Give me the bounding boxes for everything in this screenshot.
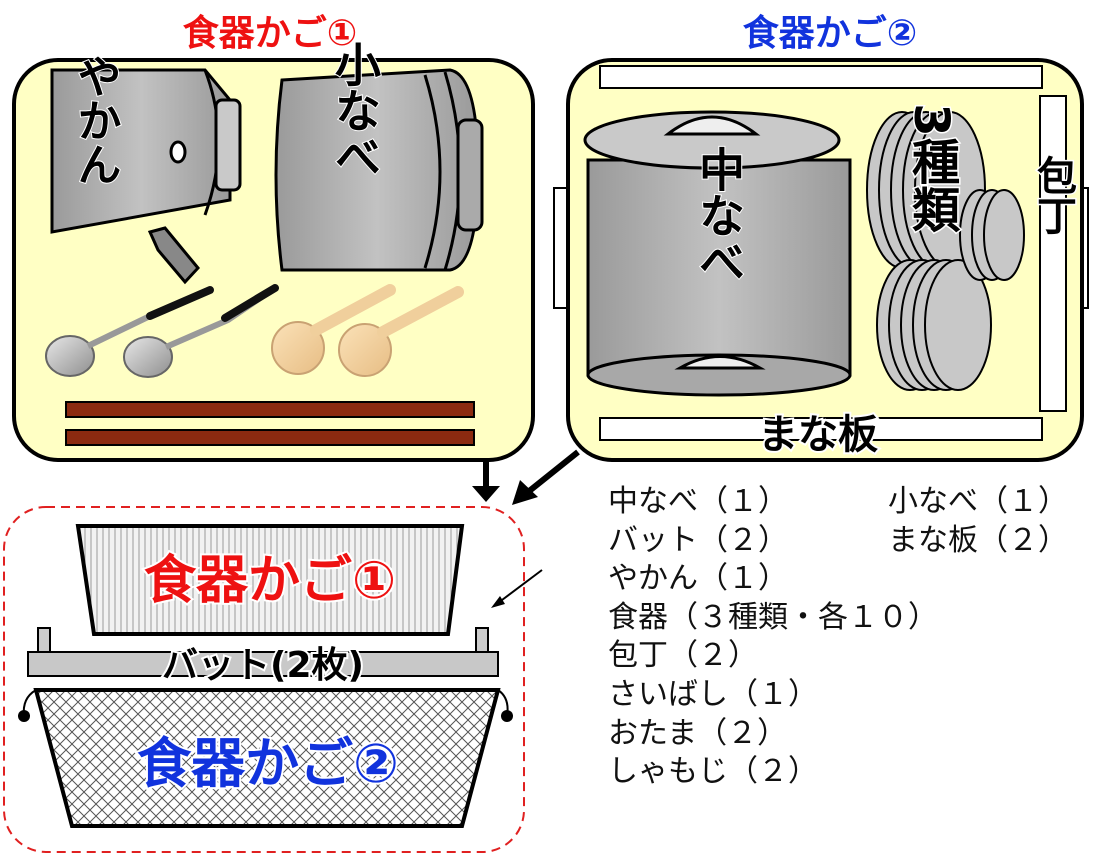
stack-basket-1-label: 食器かご①: [144, 551, 396, 611]
inventory-row: 包丁（２）: [608, 637, 1093, 676]
basket-2-group: 食器かご② 中なべ 3種類: [553, 13, 1089, 462]
basket-2-title: 食器かご②: [743, 13, 917, 54]
medium-pot-label: 中なべ: [692, 146, 746, 284]
rice-paddle-icon: [271, 284, 396, 375]
stacking-illustration: 食器かご① バット(2枚) 食器かご②: [3, 506, 525, 853]
knife-label: 包丁: [1030, 155, 1077, 235]
inventory-row: やかん（１）: [608, 560, 1093, 599]
inventory-item: 小なべ（１）: [888, 484, 1068, 519]
stack-basket-2: [33, 688, 501, 828]
medium-pot-icon: 中なべ: [583, 110, 852, 397]
cutting-board-icon: まな板: [599, 410, 1043, 460]
inventory-item: バット（２）: [608, 522, 788, 558]
small-pot-label: 小なべ: [328, 41, 382, 179]
inventory-item: しゃもじ（２）: [608, 754, 818, 790]
dishes-icon: 3種類: [866, 102, 1025, 391]
basket-1-group: 食器かご① やかん 小なべ: [12, 13, 535, 462]
inventory-item: 中なべ（１）: [608, 484, 788, 519]
tray-bar: [599, 65, 1043, 89]
basket-1-title: 食器かご①: [183, 13, 357, 54]
inventory-item: さいばし（１）: [608, 676, 818, 712]
inventory-row: しゃもじ（２）: [608, 753, 1093, 792]
stack-basket-2-label: 食器かご②: [137, 732, 399, 795]
inventory-row: 食器（３種類・各１０）: [608, 599, 1093, 638]
ladle-icon: [123, 284, 279, 378]
diagonal-arrow-icon: [512, 449, 580, 505]
chopsticks-icon: [65, 401, 475, 446]
inventory-item: 食器（３種類・各１０）: [608, 599, 938, 635]
stack-tray-label: バット(2枚): [162, 645, 364, 686]
inventory-list: 中なべ（１） 小なべ（１） バット（２） まな板（２） やかん（１） 食器（３種…: [608, 483, 1093, 792]
kettle-label: やかん: [70, 54, 121, 186]
inventory-row: 中なべ（１） 小なべ（１）: [608, 483, 1093, 522]
kettle-icon: やかん: [50, 53, 242, 285]
inventory-row: バット（２） まな板（２）: [608, 522, 1093, 561]
inventory-item: 包丁（２）: [608, 638, 758, 674]
stack-outline: [3, 506, 525, 853]
inventory-row: さいばし（１）: [608, 676, 1093, 715]
inventory-item: やかん（１）: [608, 561, 788, 597]
dishes-label: 3種類: [903, 103, 960, 233]
down-arrow-icon: [472, 462, 500, 502]
cutting-board-label: まな板: [758, 412, 878, 458]
rice-paddle-icon: [338, 286, 464, 377]
inventory-item: まな板（２）: [888, 522, 1068, 558]
inventory-item: おたま（２）: [608, 715, 788, 751]
knife-icon: 包丁: [1029, 95, 1079, 412]
pointer-arrow-icon: [491, 569, 543, 608]
ladle-icon: [45, 286, 214, 377]
stack-tray: [27, 651, 499, 677]
stack-basket-1: [75, 524, 465, 636]
small-pot-icon: 小なべ: [274, 40, 484, 272]
inventory-row: おたま（２）: [608, 715, 1093, 754]
